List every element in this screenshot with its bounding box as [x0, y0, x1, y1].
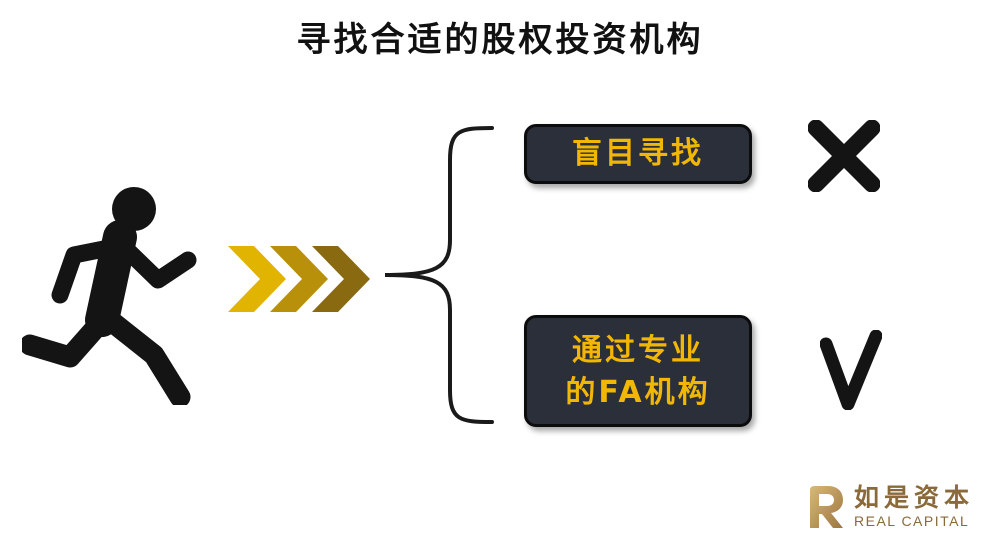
- option-professional-fa: 通过专业 的FA机构: [524, 315, 752, 427]
- option-fa-line-1: 通过专业: [572, 333, 704, 368]
- brand-logo: 如是资本 REAL CAPITAL: [806, 484, 974, 530]
- option-blind-search: 盲目寻找: [524, 124, 752, 184]
- option-blind-search-label: 盲目寻找: [572, 136, 704, 171]
- brand-name-en: REAL CAPITAL: [854, 513, 970, 529]
- check-icon: [820, 330, 882, 410]
- cross-icon: [808, 120, 880, 192]
- page-title: 寻找合适的股权投资机构: [296, 20, 704, 60]
- brand-r-logo-icon: [810, 486, 843, 528]
- running-person-icon: [22, 187, 197, 405]
- brand-name-cn: 如是资本: [854, 483, 975, 512]
- curly-brace: [384, 126, 494, 424]
- chevron-arrows-icon: [228, 246, 370, 312]
- option-fa-line-2: 的FA机构: [565, 375, 711, 410]
